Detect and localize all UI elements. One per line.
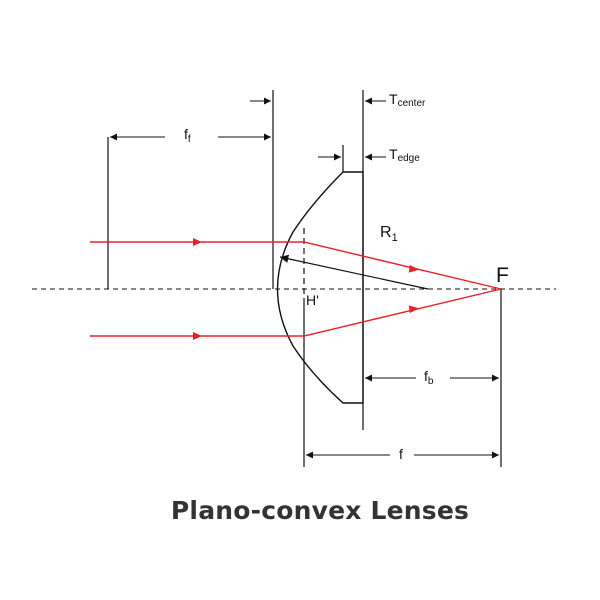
light-rays	[90, 238, 502, 340]
lower-ray-arrow-2	[408, 305, 419, 314]
t-center-label: Tcenter	[389, 91, 426, 109]
r1-main: R	[380, 224, 392, 241]
ff-sub: f	[188, 134, 191, 145]
lower-ray	[90, 288, 502, 337]
t-center-main: T	[389, 91, 398, 107]
t-edge-sub: edge	[398, 153, 421, 164]
fb-label: fb	[424, 368, 434, 387]
fb-main: f	[424, 368, 428, 384]
r1-sub: 1	[392, 232, 398, 244]
lower-ray-arrow-1	[193, 332, 202, 340]
upper-ray-arrow-2	[408, 264, 419, 273]
caption-title: Plano-convex Lenses	[170, 496, 470, 525]
t-center-sub: center	[398, 98, 426, 109]
lens-outline	[276, 171, 364, 404]
fb-sub: b	[428, 376, 434, 387]
r1-label: R1	[380, 224, 398, 244]
r1-radius-arrow	[279, 254, 429, 290]
focal-point-label: F	[496, 264, 509, 287]
ff-main: f	[184, 126, 188, 142]
upper-ray	[90, 241, 502, 290]
t-edge-label: Tedge	[389, 146, 420, 164]
ff-label: ff	[184, 126, 191, 145]
upper-ray-arrow-1	[193, 238, 202, 246]
f-label: f	[399, 446, 403, 462]
t-edge-main: T	[389, 146, 398, 162]
principal-plane-label: H'	[306, 292, 319, 308]
